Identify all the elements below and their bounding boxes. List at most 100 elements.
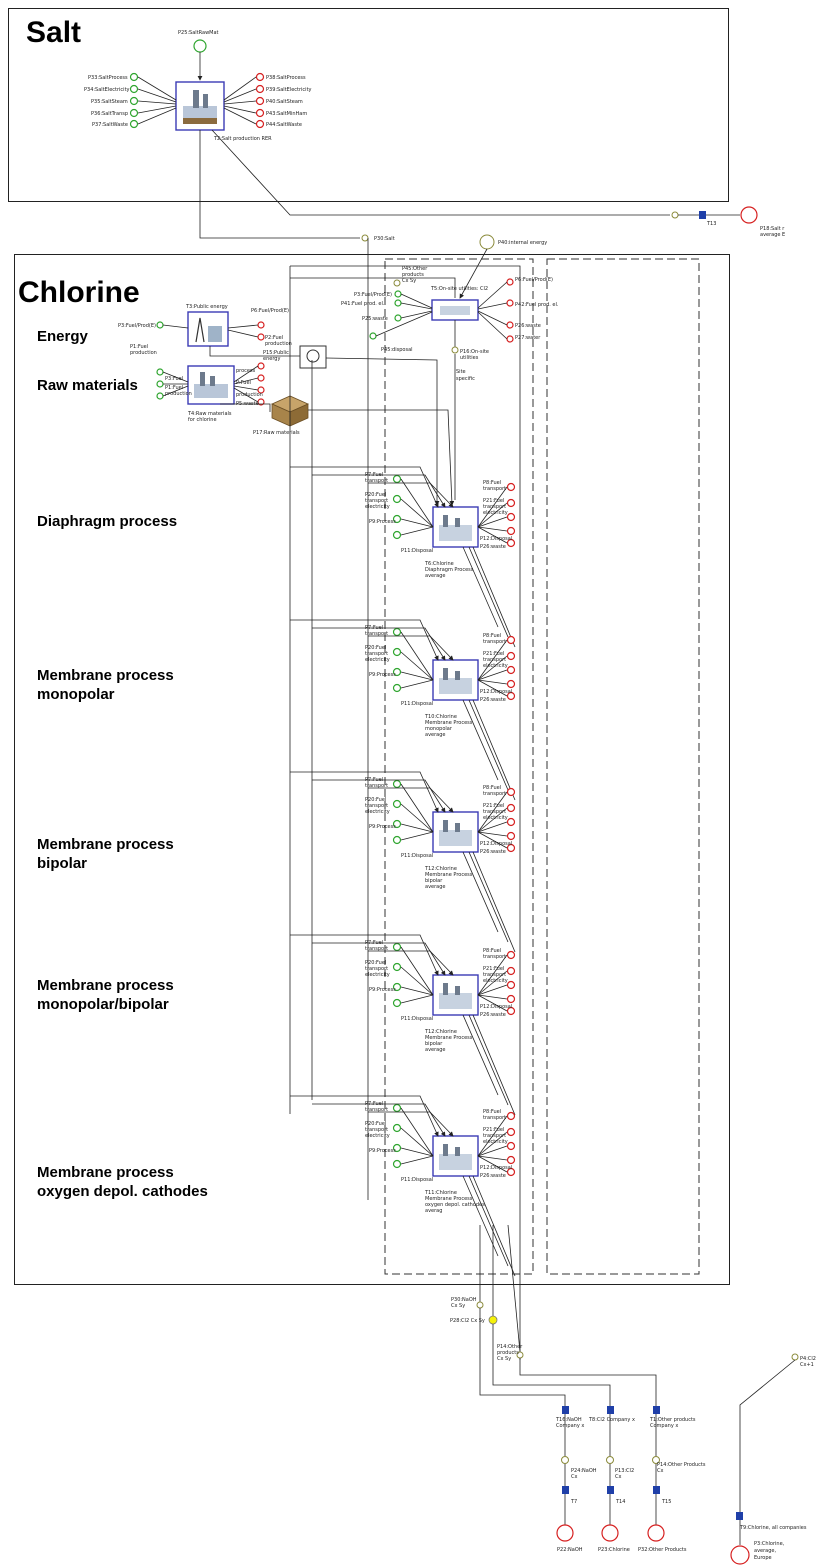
cell-2-in-node-0[interactable] xyxy=(392,779,402,789)
p28-cl2-node[interactable] xyxy=(488,1315,498,1325)
energy-out-node-2[interactable] xyxy=(257,333,265,341)
cell-3-in-node-0[interactable] xyxy=(392,942,402,952)
p40-node[interactable] xyxy=(479,234,495,250)
onsite-out-node-2[interactable] xyxy=(506,299,514,307)
cell-2-in-node-3[interactable] xyxy=(392,835,402,845)
cell-1-in-node-0[interactable] xyxy=(392,627,402,637)
p45-node[interactable] xyxy=(393,279,401,287)
onsite-in-node-2[interactable] xyxy=(394,299,402,307)
salt-out-node-2[interactable] xyxy=(255,84,265,94)
onsite-out-node-1[interactable] xyxy=(506,278,514,286)
cell-3-out-node-0[interactable] xyxy=(506,950,516,960)
p32-node[interactable] xyxy=(647,1524,665,1542)
salt-out-label-1: P38:SaltProcess xyxy=(266,75,306,81)
p22-node[interactable] xyxy=(556,1524,574,1542)
cell-1-in-node-2[interactable] xyxy=(392,667,402,677)
cell-1-out-node-0[interactable] xyxy=(506,635,516,645)
t1-box[interactable] xyxy=(653,1406,660,1414)
energy-out-node-1[interactable] xyxy=(257,321,265,329)
cell-0-in-node-1[interactable] xyxy=(392,494,402,504)
t16-box[interactable] xyxy=(562,1406,569,1414)
raw-out-node-1[interactable] xyxy=(257,362,265,370)
cell-4-in-node-2[interactable] xyxy=(392,1143,402,1153)
cell-2-out-node-3[interactable] xyxy=(506,831,516,841)
cell-0-in-node-0[interactable] xyxy=(392,474,402,484)
p18-salt-node[interactable] xyxy=(740,206,758,224)
cell-0-out-node-1[interactable] xyxy=(506,498,516,508)
cell-4-in-node-0[interactable] xyxy=(392,1103,402,1113)
cell-3-in-node-3[interactable] xyxy=(392,998,402,1008)
cell-4-in-node-3[interactable] xyxy=(392,1159,402,1169)
cell-3-in-node-2[interactable] xyxy=(392,982,402,992)
salt-in-node-1[interactable] xyxy=(129,72,139,82)
cell-1-in-node-1[interactable] xyxy=(392,647,402,657)
cell-1-in-node-3[interactable] xyxy=(392,683,402,693)
salt-in-node-5[interactable] xyxy=(129,119,139,129)
raw-out-node-2[interactable] xyxy=(257,374,265,382)
cell-2-out-node-4[interactable] xyxy=(506,843,516,853)
p3-chlorine-node[interactable] xyxy=(730,1545,750,1565)
cell-1-out-node-4[interactable] xyxy=(506,691,516,701)
cell-2-in-node-2[interactable] xyxy=(392,819,402,829)
salt-in-node-4[interactable] xyxy=(129,108,139,118)
cell-1-out-node-3[interactable] xyxy=(506,679,516,689)
cell-0-in-node-2[interactable] xyxy=(392,514,402,524)
cell-4-out-node-3[interactable] xyxy=(506,1155,516,1165)
t8-box[interactable] xyxy=(607,1406,614,1414)
t9-box[interactable] xyxy=(736,1512,743,1520)
raw-in-node-3[interactable] xyxy=(156,392,164,400)
cell-2-in-node-1[interactable] xyxy=(392,799,402,809)
cell-0-out-node-4[interactable] xyxy=(506,538,516,548)
cell-icon-body-4 xyxy=(439,1154,472,1170)
t15-box[interactable] xyxy=(653,1486,660,1494)
cell-0-out-node-2[interactable] xyxy=(506,512,516,522)
cell-3-out-node-2[interactable] xyxy=(506,980,516,990)
cell-3-in-node-1[interactable] xyxy=(392,962,402,972)
t13-box[interactable] xyxy=(699,211,706,219)
t14-box[interactable] xyxy=(607,1486,614,1494)
p30-naoh-node[interactable] xyxy=(476,1301,484,1309)
cell-0-in-node-3[interactable] xyxy=(392,530,402,540)
salt-out-node-1[interactable] xyxy=(255,72,265,82)
p16-node[interactable] xyxy=(451,346,459,354)
t7-box[interactable] xyxy=(562,1486,569,1494)
p24-node[interactable] xyxy=(561,1456,569,1464)
t13-in-node[interactable] xyxy=(671,211,679,219)
cell-2-out-node-0[interactable] xyxy=(506,787,516,797)
salt-out-node-3[interactable] xyxy=(255,96,265,106)
p4-cl2-node[interactable] xyxy=(791,1353,799,1361)
cell-4-out-node-0[interactable] xyxy=(506,1111,516,1121)
cell-2-out-node-1[interactable] xyxy=(506,803,516,813)
salt-out-node-4[interactable] xyxy=(255,108,265,118)
p23-node[interactable] xyxy=(601,1524,619,1542)
cell-0-process-label-3: average xyxy=(425,573,445,579)
cell-4-out-node-1[interactable] xyxy=(506,1127,516,1137)
salt-top-input-node[interactable] xyxy=(193,39,207,53)
p14b-node[interactable] xyxy=(652,1456,660,1464)
cell-2-out-node-2[interactable] xyxy=(506,817,516,827)
cell-1-out-node-2[interactable] xyxy=(506,665,516,675)
onsite-in-node-1[interactable] xyxy=(394,290,402,298)
cell-0-out-node-0[interactable] xyxy=(506,482,516,492)
cell-1-out-node-1[interactable] xyxy=(506,651,516,661)
salt-in-node-3[interactable] xyxy=(129,96,139,106)
salt-out-node-5[interactable] xyxy=(255,119,265,129)
p30-salt-node[interactable] xyxy=(361,234,369,242)
cell-3-out-node-3[interactable] xyxy=(506,994,516,1004)
onsite-in-node-4[interactable] xyxy=(369,332,377,340)
cell-0-out-node-3[interactable] xyxy=(506,526,516,536)
cell-3-out-node-1[interactable] xyxy=(506,966,516,976)
salt-in-node-2[interactable] xyxy=(129,84,139,94)
onsite-in-node-3[interactable] xyxy=(394,314,402,322)
p13-node[interactable] xyxy=(606,1456,614,1464)
cell-icon-body-0 xyxy=(439,525,472,541)
cell-3-out-node-4[interactable] xyxy=(506,1006,516,1016)
cell-4-out-node-4[interactable] xyxy=(506,1167,516,1177)
raw-in-node-1[interactable] xyxy=(156,368,164,376)
cell-4-in-node-1[interactable] xyxy=(392,1123,402,1133)
raw-in-node-2[interactable] xyxy=(156,380,164,388)
cell-4-out-node-2[interactable] xyxy=(506,1141,516,1151)
energy-in-node-1[interactable] xyxy=(156,321,164,329)
onsite-out-node-4[interactable] xyxy=(506,335,514,343)
onsite-out-node-3[interactable] xyxy=(506,321,514,329)
